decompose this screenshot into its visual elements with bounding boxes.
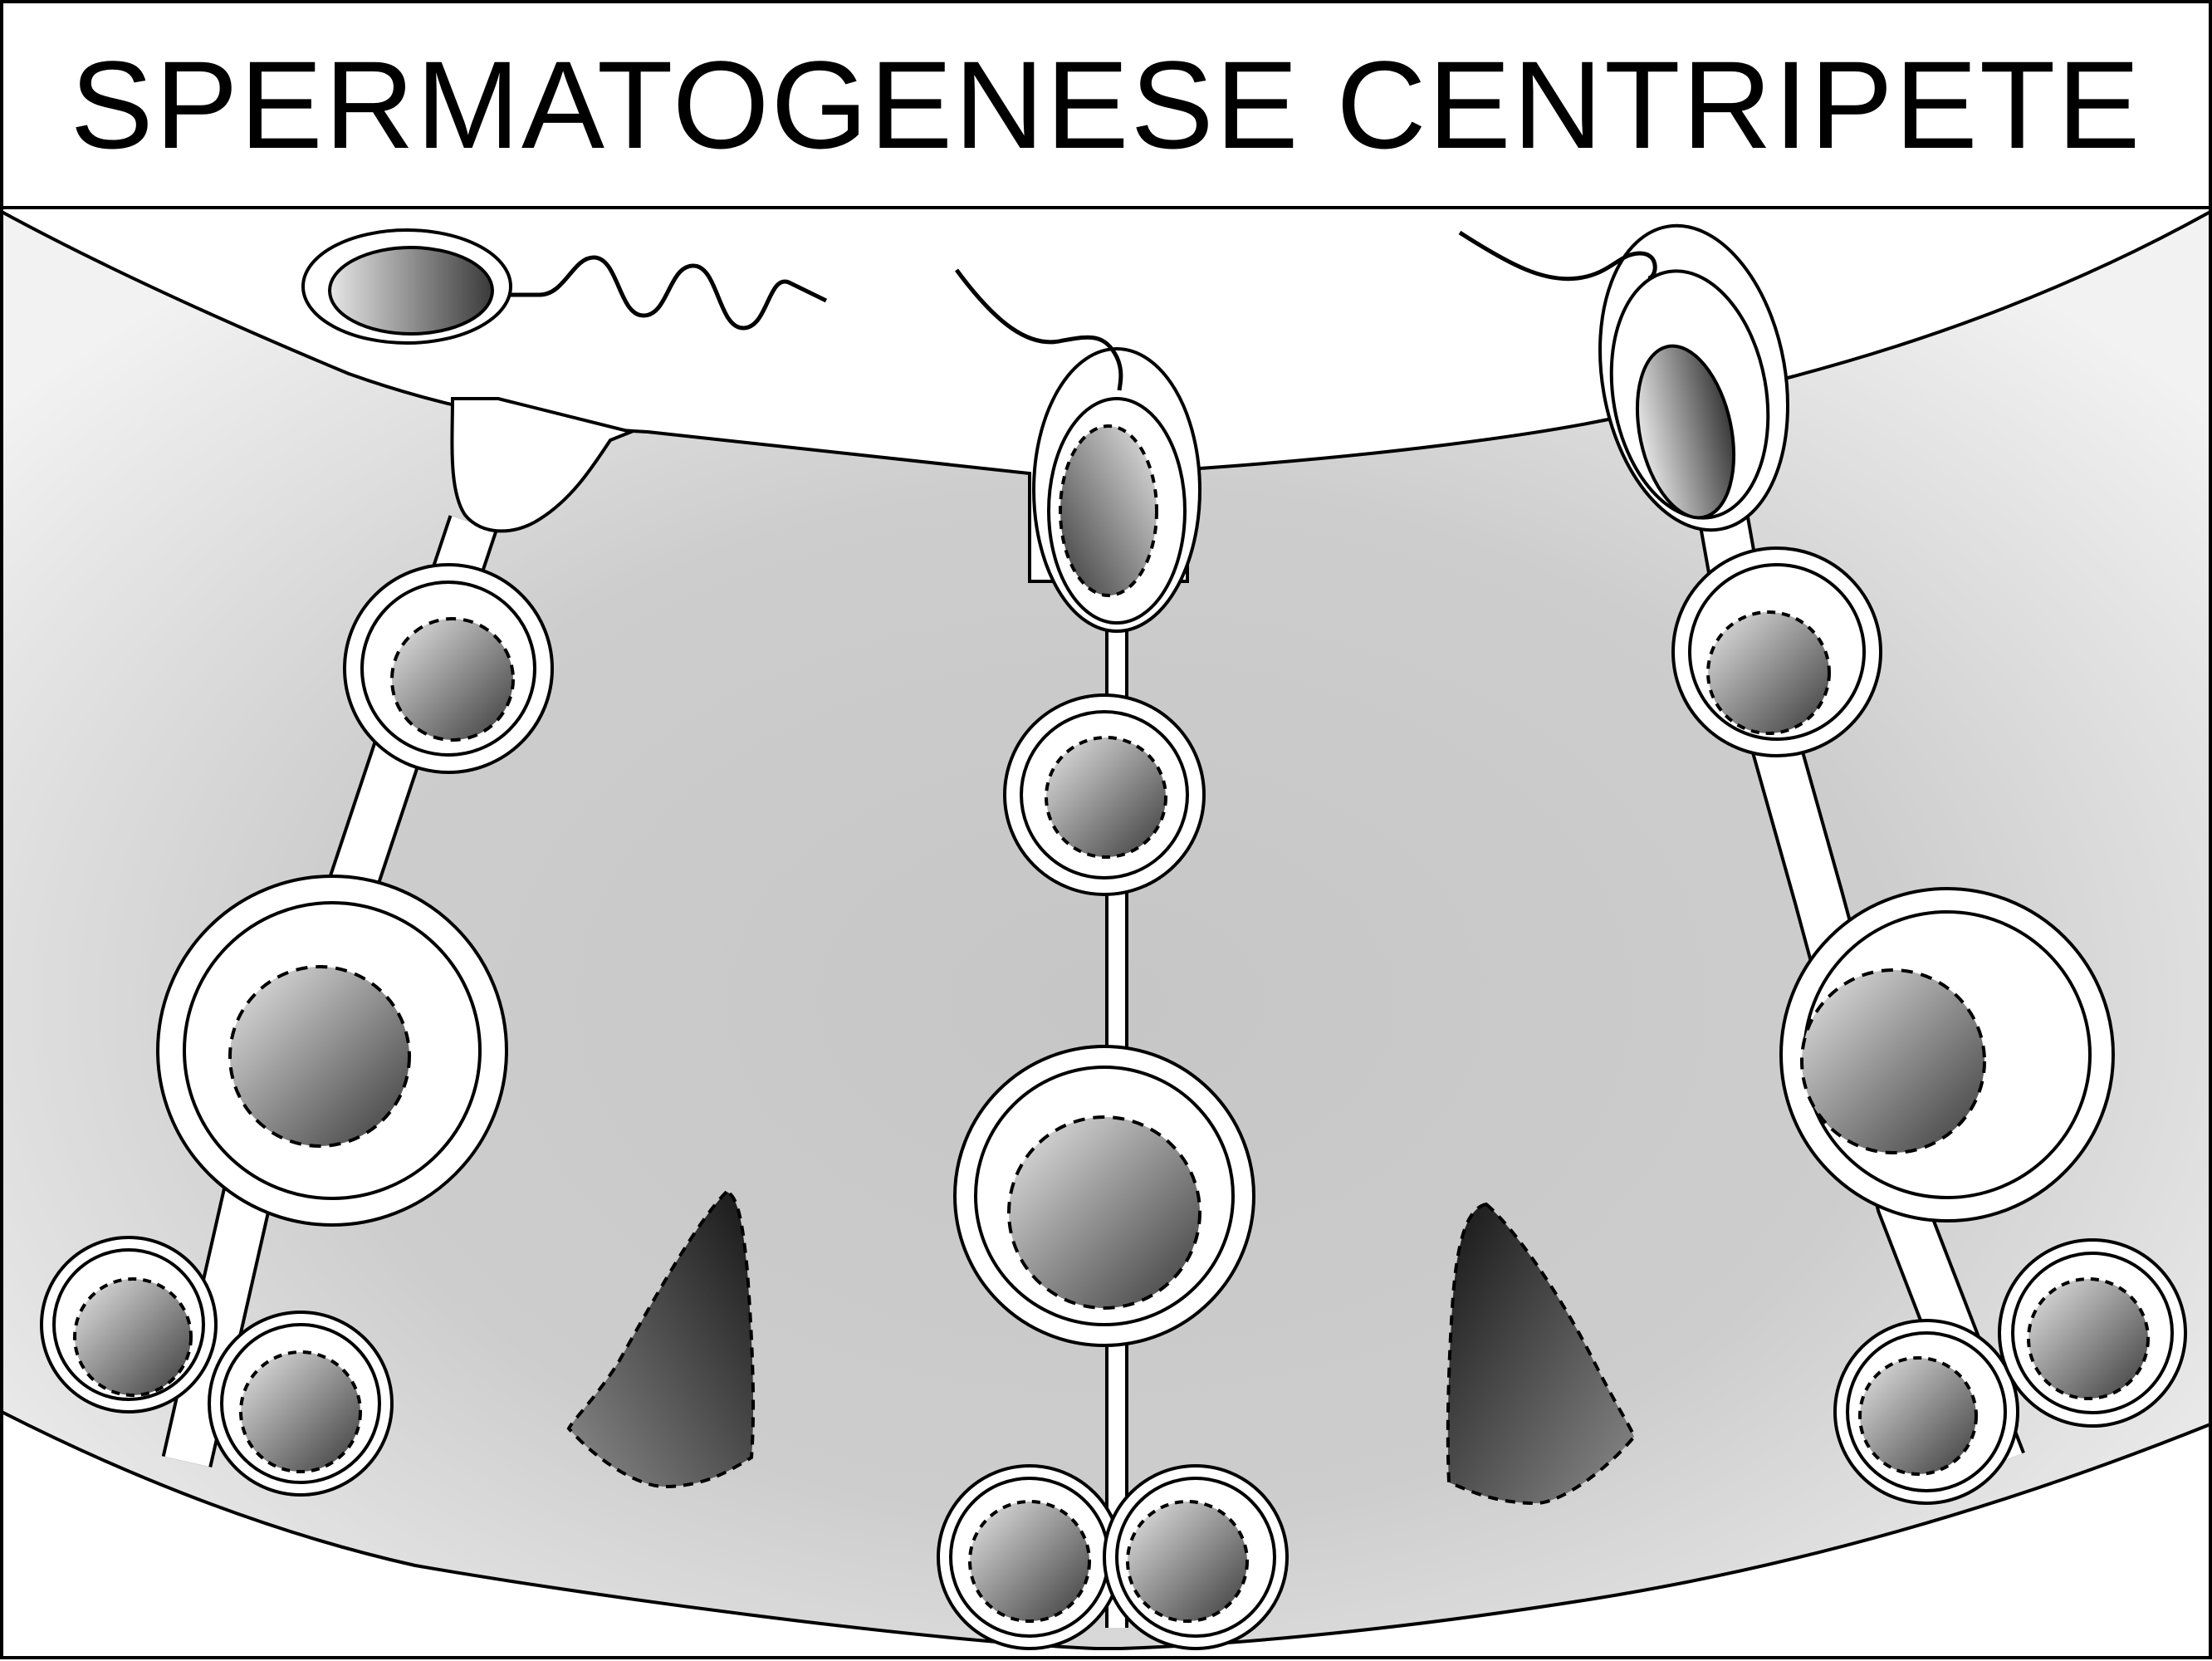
right-cell-column: [1458, 223, 2187, 1505]
center-cell-column: [937, 268, 1289, 1650]
diagram-title: SPERMATOGENESE CENTRIPETE: [70, 34, 2142, 174]
spermatogonium-nucleus: [1858, 1356, 1978, 1476]
spermatocyte-nucleus: [1007, 1115, 1201, 1310]
residual-body: [450, 397, 637, 533]
spermatogonium-nucleus: [73, 1277, 193, 1397]
spermatocyte-nucleus: [1800, 968, 1986, 1154]
spermatid-nucleus: [390, 617, 515, 742]
sertoli-nucleus-right: [1446, 1202, 1637, 1506]
sperm-head-nucleus: [328, 246, 494, 336]
spermatogonium-nucleus: [2027, 1277, 2150, 1400]
left-cell-column: [40, 397, 637, 1497]
elongating-spermatid-nucleus: [1059, 424, 1158, 597]
spermatozoon-free: [301, 228, 828, 345]
sertoli-nucleus-left: [566, 1189, 756, 1489]
spermatid-nucleus: [1706, 610, 1831, 735]
spermatogonium-nucleus: [968, 1500, 1091, 1623]
spermatogonium-nucleus: [239, 1350, 362, 1473]
sperm-head-nucleus: [1635, 344, 1736, 520]
title-frame: [0, 0, 2212, 209]
spermatid-flagellum: [1458, 230, 1657, 282]
spermatogonium-nucleus: [1126, 1500, 1249, 1623]
spermatid-nucleus: [1045, 736, 1167, 859]
sperm-flagellum: [508, 255, 828, 331]
spermatid-flagellum: [954, 268, 1123, 391]
spermatocyte-nucleus: [228, 965, 411, 1148]
